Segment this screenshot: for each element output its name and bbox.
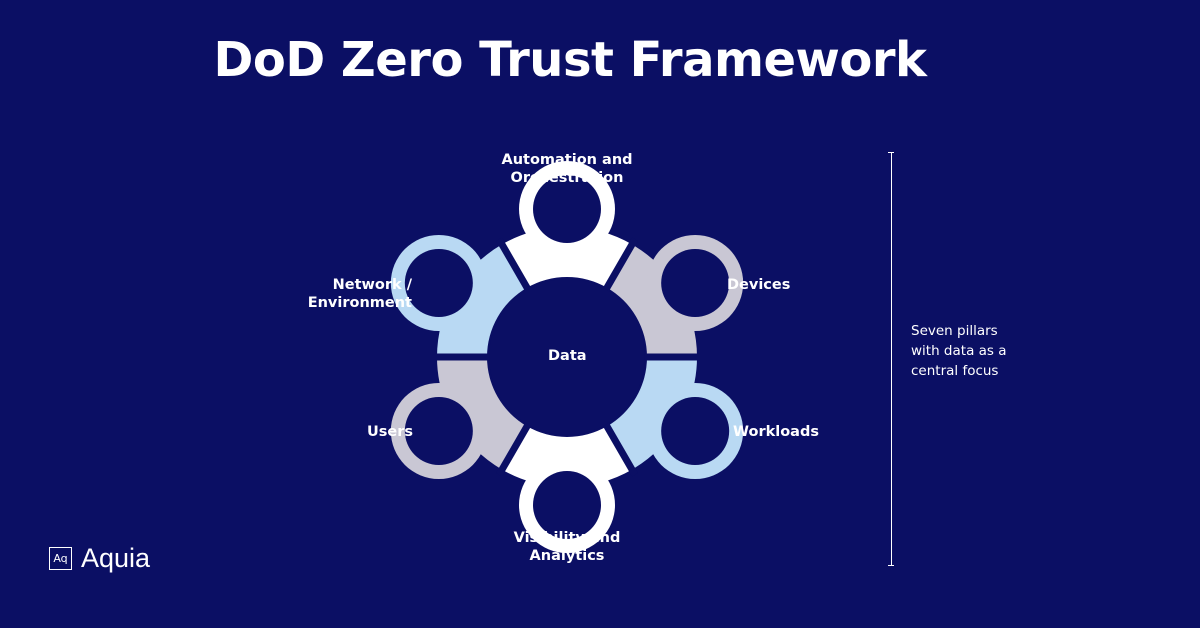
pillar-label-automation: Automation and Orchestration [501,152,633,186]
center-label-data: Data [548,348,587,364]
side-divider [888,152,894,566]
brand-mark-icon: Aq [49,547,72,570]
pillar-label-visibility: Visibility and Analytics [513,530,621,564]
pillar-gap [601,237,639,293]
pillar-node-hole-visibility [533,471,601,539]
page-title: DoD Zero Trust Framework [213,32,927,88]
pillar-node-hole-workloads [661,397,730,465]
pillar-node-hole-users [404,397,473,465]
pillar-gap [495,421,533,477]
pillar-node-hole-network [404,249,473,317]
pillar-node-hole-devices [661,249,730,317]
pillar-label-users: Users [367,424,414,440]
pillar-gap [495,237,533,293]
center-circle-data [489,279,645,435]
brand-name: Aquia [81,543,151,573]
pillar-label-devices: Devices [727,277,791,293]
pillar-node-hole-automation [533,175,601,243]
pillar-label-network: Network / Environment [307,277,412,311]
pillar-label-workloads: Workloads [733,424,819,440]
pillar-gap [601,421,639,477]
side-note: Seven pillars with data as a central foc… [911,323,1007,379]
brand-logo: Aq Aquia [49,543,150,574]
